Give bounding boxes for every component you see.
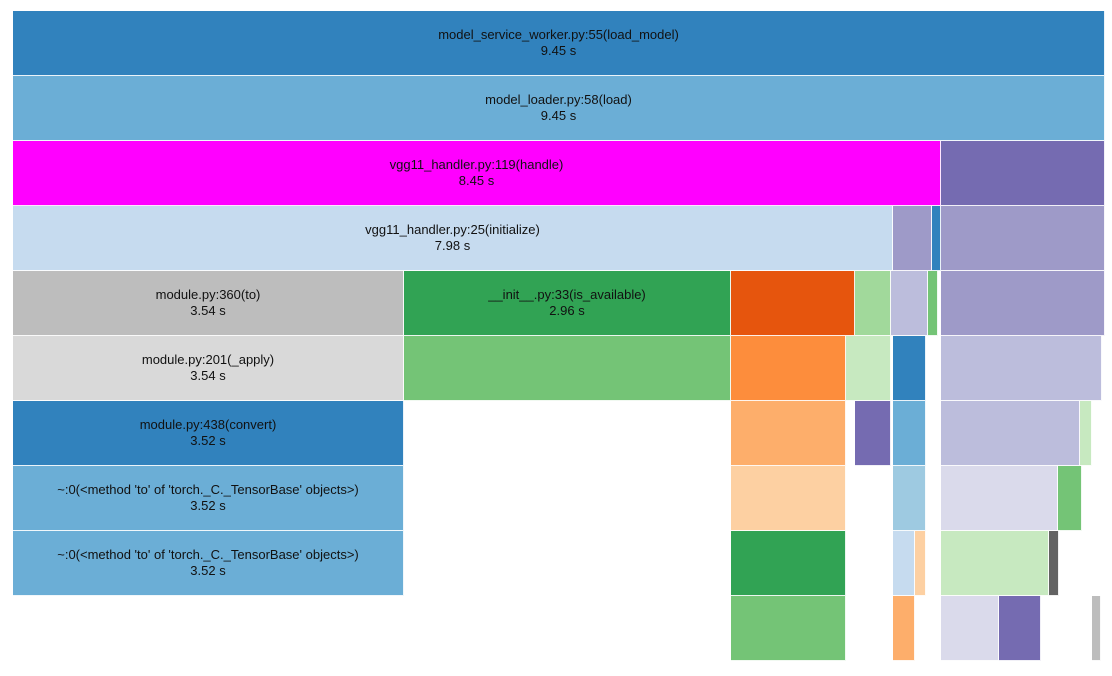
flame-frame-unlabeled[interactable] [731, 271, 855, 336]
flame-frame-unlabeled[interactable] [1092, 596, 1101, 661]
frame-label: module.py:360(to)3.54 s [13, 287, 403, 319]
flame-frame-unlabeled[interactable] [928, 271, 938, 336]
flame-frame-unlabeled[interactable] [893, 336, 926, 401]
flame-frame-unlabeled[interactable] [893, 206, 932, 271]
flame-frame-unlabeled[interactable] [731, 531, 846, 596]
frame-time: 3.52 s [190, 563, 226, 578]
flame-frame[interactable]: module.py:201(_apply)3.54 s [13, 336, 404, 401]
frame-name: module.py:360(to) [155, 287, 261, 302]
flame-frame-unlabeled[interactable] [941, 206, 1105, 271]
flame-frame-unlabeled[interactable] [999, 596, 1041, 661]
frame-time: 2.96 s [549, 303, 585, 318]
frame-name: ~:0(<method 'to' of 'torch._C._TensorBas… [57, 547, 359, 562]
frame-label: model_loader.py:58(load)9.45 s [13, 92, 1104, 124]
flame-frame-unlabeled[interactable] [891, 271, 928, 336]
frame-label: module.py:201(_apply)3.54 s [13, 352, 403, 384]
flame-frame[interactable]: vgg11_handler.py:119(handle)8.45 s [13, 141, 941, 206]
flame-frame-unlabeled[interactable] [893, 531, 915, 596]
frame-time: 3.52 s [190, 433, 226, 448]
flame-frame-unlabeled[interactable] [941, 141, 1105, 206]
frame-time: 9.45 s [540, 108, 577, 123]
flame-frame-unlabeled[interactable] [404, 336, 731, 401]
frame-label: ~:0(<method 'to' of 'torch._C._TensorBas… [13, 482, 403, 514]
flame-frame-unlabeled[interactable] [846, 336, 891, 401]
frame-time: 3.54 s [190, 368, 226, 383]
flame-frame-unlabeled[interactable] [941, 531, 1049, 596]
flame-frame-unlabeled[interactable] [941, 466, 1058, 531]
flame-frame-unlabeled[interactable] [731, 466, 846, 531]
flame-frame[interactable]: __init__.py:33(is_available)2.96 s [404, 271, 731, 336]
frame-name: vgg11_handler.py:25(initialize) [365, 222, 540, 237]
flame-frame-unlabeled[interactable] [941, 401, 1080, 466]
flame-frame[interactable]: ~:0(<method 'to' of 'torch._C._TensorBas… [13, 466, 404, 531]
flame-frame[interactable]: model_loader.py:58(load)9.45 s [13, 76, 1105, 141]
flame-frame-unlabeled[interactable] [731, 401, 846, 466]
flame-frame[interactable]: model_service_worker.py:55(load_model)9.… [13, 11, 1105, 76]
frame-label: vgg11_handler.py:25(initialize)7.98 s [13, 222, 892, 254]
flame-frame-unlabeled[interactable] [941, 271, 1105, 336]
flame-frame[interactable]: module.py:360(to)3.54 s [13, 271, 404, 336]
flame-frame-unlabeled[interactable] [893, 401, 926, 466]
flame-frame-unlabeled[interactable] [1049, 531, 1059, 596]
flame-frame[interactable]: ~:0(<method 'to' of 'torch._C._TensorBas… [13, 531, 404, 596]
flame-frame-unlabeled[interactable] [855, 271, 891, 336]
flame-frame-unlabeled[interactable] [941, 596, 999, 661]
frame-time: 7.98 s [434, 238, 471, 253]
frame-name: ~:0(<method 'to' of 'torch._C._TensorBas… [57, 482, 359, 497]
frame-name: model_loader.py:58(load) [485, 92, 632, 107]
flame-frame-unlabeled[interactable] [915, 531, 926, 596]
frame-name: module.py:438(convert) [139, 417, 277, 432]
flame-frame[interactable]: vgg11_handler.py:25(initialize)7.98 s [13, 206, 893, 271]
frame-label: model_service_worker.py:55(load_model)9.… [13, 27, 1104, 59]
frame-label: module.py:438(convert)3.52 s [13, 417, 403, 449]
flame-frame-unlabeled[interactable] [893, 466, 926, 531]
frame-name: __init__.py:33(is_available) [488, 287, 646, 302]
flame-frame-unlabeled[interactable] [855, 401, 891, 466]
flame-frame-unlabeled[interactable] [731, 596, 846, 661]
frame-name: model_service_worker.py:55(load_model) [438, 27, 679, 42]
frame-name: vgg11_handler.py:119(handle) [389, 157, 564, 172]
frame-label: ~:0(<method 'to' of 'torch._C._TensorBas… [13, 547, 403, 579]
frame-time: 8.45 s [458, 173, 495, 188]
frame-time: 3.52 s [190, 498, 226, 513]
flame-frame-unlabeled[interactable] [1080, 401, 1092, 466]
flame-frame-unlabeled[interactable] [1058, 466, 1082, 531]
flame-frame-unlabeled[interactable] [893, 596, 915, 661]
frame-time: 3.54 s [190, 303, 226, 318]
frame-time: 9.45 s [540, 43, 577, 58]
frame-label: __init__.py:33(is_available)2.96 s [404, 287, 730, 319]
frame-label: vgg11_handler.py:119(handle)8.45 s [13, 157, 940, 189]
frame-name: module.py:201(_apply) [141, 352, 275, 367]
flame-frame-unlabeled[interactable] [932, 206, 941, 271]
flame-frame-unlabeled[interactable] [941, 336, 1102, 401]
flame-frame[interactable]: module.py:438(convert)3.52 s [13, 401, 404, 466]
flame-frame-unlabeled[interactable] [731, 336, 846, 401]
